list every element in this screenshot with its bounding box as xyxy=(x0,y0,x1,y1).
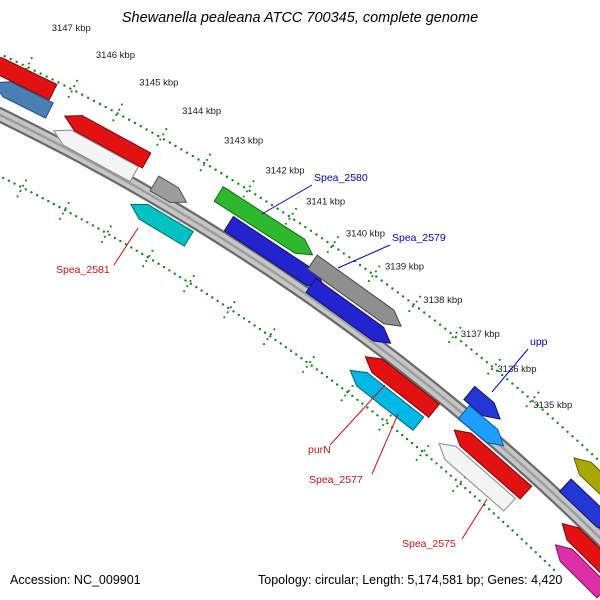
gene-label-spea-2581[interactable]: Spea_2581 xyxy=(56,264,110,276)
gene-arrow-red-b[interactable] xyxy=(63,115,152,169)
gene-arrow-spea-2580[interactable] xyxy=(213,186,314,256)
gene-label-leader-line xyxy=(329,384,386,446)
genome-backbone xyxy=(0,106,600,549)
gene-label-spea-2579[interactable]: Spea_2579 xyxy=(392,232,446,244)
ruler-tick-label: 3144 kbp xyxy=(182,106,221,117)
ruler-tick-label: 3140 kbp xyxy=(346,229,385,240)
gene-label-leader-line xyxy=(261,184,313,215)
gene-arrow-red-a[interactable] xyxy=(0,57,58,101)
gene-arrow-steelblue-a[interactable] xyxy=(0,81,54,119)
ruler-tick-label: 3145 kbp xyxy=(139,78,178,89)
gene-annotation-spea-2579: Spea_2579 xyxy=(337,232,446,269)
gene-annotation-spea-2577: Spea_2577 xyxy=(309,413,399,486)
gene-label-spea-2580[interactable]: Spea_2580 xyxy=(314,172,368,184)
gene-annotation-spea-2580: Spea_2580 xyxy=(261,172,368,215)
ruler-tick-label: 3139 kbp xyxy=(385,261,424,272)
gene-label-leader-line xyxy=(491,348,529,393)
gene-arrow-dodger-a[interactable] xyxy=(457,404,505,447)
ruler-tick-label: 3143 kbp xyxy=(224,135,263,146)
gene-arrow-spea-2579[interactable] xyxy=(306,254,402,327)
gene-arrow-spea-2581[interactable] xyxy=(129,203,194,247)
ruler-tick-labels: 3147 kbp 3146 kbp 3145 kbp 3144 kbp 3143 kbp… xyxy=(52,23,573,411)
ruler-tick-label: 3142 kbp xyxy=(266,166,305,177)
ruler-dotted-arc-inner xyxy=(2,176,556,571)
genome-title: Shewanella pealeana ATCC 700345, complet… xyxy=(122,10,478,26)
gene-label-upp[interactable]: upp xyxy=(530,336,548,348)
gene-label-purn[interactable]: purN xyxy=(308,444,331,456)
ruler-tick-label: 3137 kbp xyxy=(461,329,500,340)
gene-arrows xyxy=(0,57,600,599)
ruler-tick-label: 3135 kbp xyxy=(533,400,572,411)
gene-arrow-white-b[interactable] xyxy=(438,442,517,512)
genome-summary-text: Topology: circular; Length: 5,174,581 bp… xyxy=(258,573,562,587)
ruler-tick-label: 3147 kbp xyxy=(52,23,91,34)
gene-annotation-spea-2575: Spea_2575 xyxy=(402,498,488,550)
gene-annotation-spea-2581: Spea_2581 xyxy=(56,227,139,276)
gene-arrow-gray-a[interactable] xyxy=(149,175,188,203)
gene-arrow-blue-b[interactable] xyxy=(305,277,392,344)
gene-arrow-magenta-a[interactable] xyxy=(554,544,600,599)
gene-arrow-white-a[interactable] xyxy=(52,129,140,183)
gene-label-leader-line xyxy=(113,227,139,266)
ruler-dotted-arc-outer xyxy=(3,55,599,460)
gene-arrow-spea-2577[interactable] xyxy=(349,369,425,431)
gene-label-leader-line xyxy=(371,413,399,475)
gene-arrow-purn[interactable] xyxy=(364,356,441,418)
accession-text: Accession: NC_009901 xyxy=(10,573,141,587)
gene-label-leader-line xyxy=(337,244,391,269)
gene-label-spea-2575[interactable]: Spea_2575 xyxy=(402,538,456,550)
ruler-tick-marks xyxy=(16,57,540,492)
gene-annotation-upp: upp xyxy=(491,336,548,393)
gene-arrow-olive-a[interactable] xyxy=(573,457,600,508)
ruler-tick-label: 3136 kbp xyxy=(497,364,536,375)
gene-arrow-spea-2575[interactable] xyxy=(453,429,533,500)
ruler-tick-label: 3146 kbp xyxy=(96,50,135,61)
genome-map-scene: 3147 kbp 3146 kbp 3145 kbp 3144 kbp 3143 kbp… xyxy=(0,23,600,599)
gene-annotation-purn: purN xyxy=(308,384,386,456)
gene-arrow-navy-b[interactable] xyxy=(558,478,600,531)
ruler-tick-label: 3141 kbp xyxy=(306,197,345,208)
gene-label-spea-2577[interactable]: Spea_2577 xyxy=(309,474,363,486)
gene-arrow-upp[interactable] xyxy=(463,385,501,420)
ruler-tick-label: 3138 kbp xyxy=(423,295,462,306)
gene-arrow-red-c[interactable] xyxy=(561,522,600,577)
gene-label-leader-line xyxy=(461,498,488,540)
